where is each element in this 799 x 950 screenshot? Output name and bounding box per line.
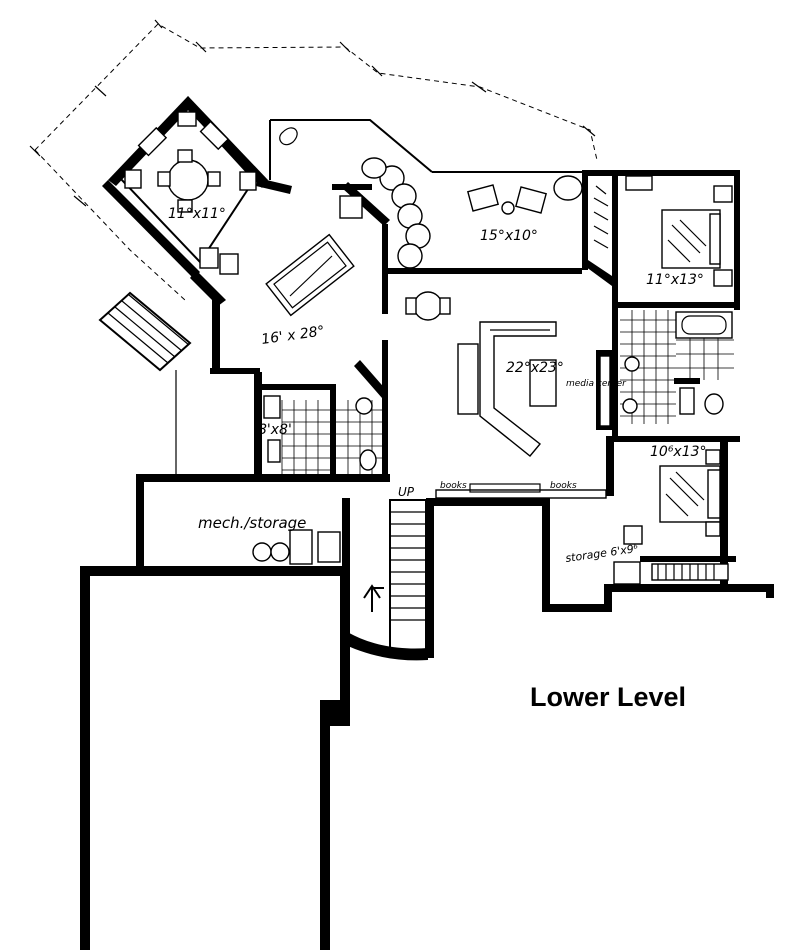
patio [361,157,588,274]
bath-size-label: 8'x8' [258,422,292,438]
mech-room [136,474,390,598]
dining-size-label: 11°x11° [168,206,226,222]
game-size-label: 16' x 28° [260,323,325,348]
books-left-label: books [440,481,467,491]
garage-outline [80,566,350,950]
stair-up-label: UP [398,485,415,499]
stairs-up [340,499,428,661]
media-center-label: media center [566,379,627,389]
interior-walls [175,368,550,658]
family-size-label: 22°x23° [506,360,564,376]
bedroom1-size-label: 11°x13° [646,272,704,288]
bedroom2-size-label: 10⁶x13° [650,444,707,460]
mech-storage-label: mech./storage [198,514,306,532]
deck-outline [29,19,598,301]
bedroom-1 [612,170,740,310]
bath-left [254,360,388,482]
game-room [190,119,433,380]
storage-room [542,500,774,612]
books-right-label: books [550,481,577,491]
dining-room [102,96,292,279]
bath-right [612,302,740,442]
deck-stairs [98,291,192,372]
family-room [405,291,612,499]
bedroom-2 [606,436,736,586]
plan-title: Lower Level [530,682,687,712]
closet [582,170,618,286]
patio-size-label: 15°x10° [480,228,538,244]
